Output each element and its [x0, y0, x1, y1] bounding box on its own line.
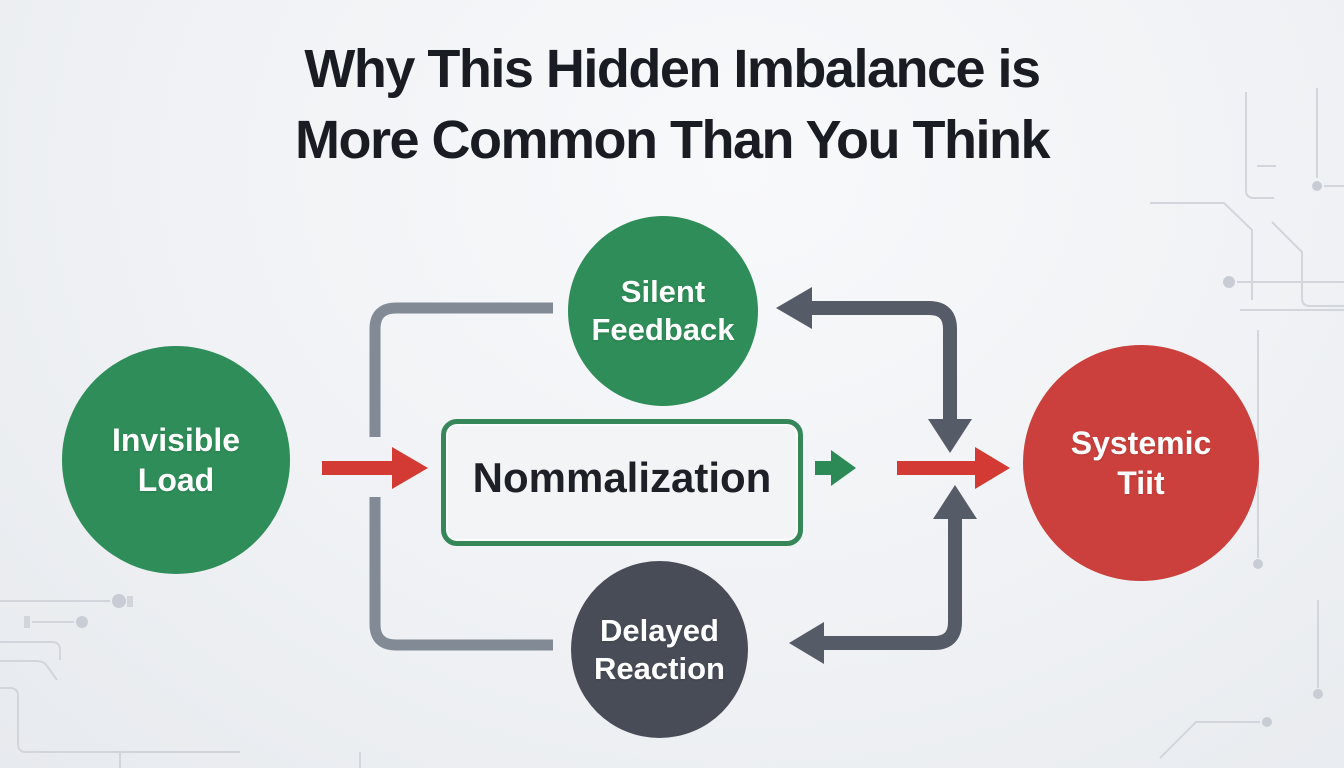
node-delayed-reaction-label: Delayed Reaction: [594, 612, 725, 686]
left-arrowhead-icon: [776, 287, 812, 329]
junction-to-systemic-tilt-arrow: [897, 447, 1010, 489]
silent-feedback-left-loop-line: [369, 302, 553, 651]
node-normalization: Nommalization: [441, 419, 803, 546]
node-silent-feedback-label: Silent Feedback: [591, 274, 735, 347]
node-delayed-reaction: Delayed Reaction: [571, 561, 748, 738]
node-invisible-load-label: Invisible Load: [111, 422, 241, 498]
node-systemic-tilt-label: Systemic Tiit: [1070, 425, 1212, 501]
up-arrowhead-icon: [933, 485, 977, 519]
node-invisible-load: Invisible Load: [62, 346, 290, 574]
circuit-decoration-top-right: [1150, 88, 1344, 759]
node-normalization-label: Nommalization: [472, 453, 772, 501]
node-systemic-tilt: Systemic Tiit: [1023, 345, 1259, 581]
invisible-load-to-normalization-arrow: [322, 447, 428, 489]
node-silent-feedback: Silent Feedback: [568, 216, 758, 406]
left-arrowhead-icon: [789, 622, 824, 664]
down-arrowhead-icon: [928, 419, 972, 453]
page-title: Why This Hidden Imbalance is More Common…: [295, 39, 1051, 171]
circuit-decoration-bottom-left: [0, 594, 361, 768]
normalization-output-arrow: [815, 450, 856, 486]
right-loop-into-silent-feedback-arrow: [776, 287, 972, 453]
right-loop-into-delayed-reaction-arrow: [789, 485, 977, 664]
